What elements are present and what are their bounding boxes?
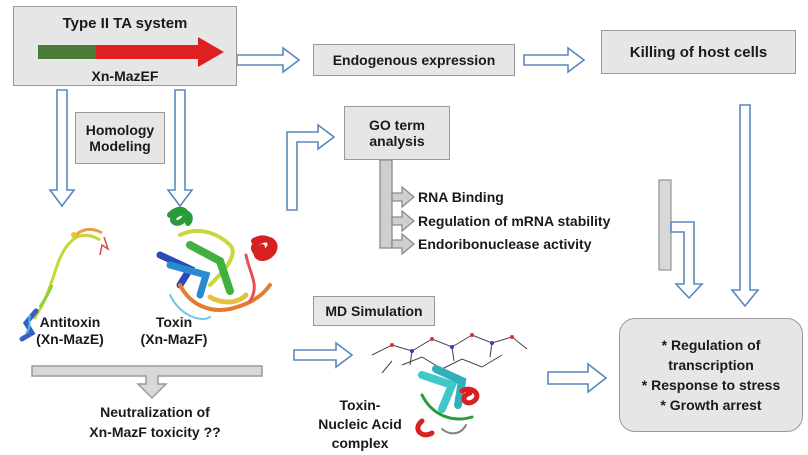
go-term-endoribonuclease: Endoribonuclease activity (418, 236, 592, 252)
go-branch-trunk (379, 159, 393, 249)
neutralization-text: Neutralization of Xn-MazF toxicity ?? (40, 402, 270, 442)
killing-host-cells-box: Killing of host cells (601, 30, 796, 74)
arrow-ta-to-endogenous (236, 46, 301, 74)
toxin-label-line2: (Xn-MazF) (140, 331, 208, 347)
arrow-ta-to-antitoxin (48, 89, 76, 208)
go-branch-1 (391, 185, 416, 209)
complex-label-line3: complex (331, 435, 389, 451)
arrow-complex-to-outcomes (547, 362, 608, 394)
outcome-regulation-line1: * Regulation of (661, 337, 761, 353)
killing-host-cells-label: Killing of host cells (629, 43, 768, 61)
complex-label: Toxin- Nucleic Acid complex (300, 396, 420, 453)
md-simulation-box: MD Simulation (313, 296, 435, 326)
antitoxin-structure-image (19, 227, 110, 342)
antitoxin-label-line1: Antitoxin (39, 314, 101, 330)
toxin-label-line1: Toxin (155, 314, 193, 330)
outcome-growth-arrest: * Growth arrest (660, 397, 762, 413)
homology-label-line1: Homology (85, 122, 155, 138)
arrow-endogenous-to-killing (523, 46, 586, 74)
neutralization-line2: Xn-MazF toxicity ?? (89, 424, 221, 440)
go-term-mrna-stability: Regulation of mRNA stability (418, 213, 611, 229)
ta-gene-arrow (38, 37, 224, 67)
endogenous-expression-box: Endogenous expression (313, 44, 515, 76)
arrow-go-to-outcomes (670, 221, 704, 300)
go-branch-2 (391, 209, 416, 233)
outcome-stress-response: * Response to stress (641, 377, 781, 393)
homology-label-line2: Modeling (89, 138, 151, 154)
neutralization-line1: Neutralization of (100, 404, 210, 420)
go-label-line2: analysis (369, 133, 425, 149)
complex-label-line1: Toxin- (339, 397, 381, 413)
arrow-toxin-to-md (293, 341, 354, 369)
outcomes-box: * Regulation of transcription * Response… (619, 318, 803, 432)
outcome-regulation-line2: transcription (668, 357, 754, 373)
ta-gene-label: Xn-MazEF (91, 68, 159, 84)
homology-modeling-box: Homology Modeling (75, 112, 165, 164)
go-term-rna-binding: RNA Binding (418, 189, 504, 205)
go-label-line1: GO term (368, 117, 425, 133)
go-term-analysis-box: GO term analysis (344, 106, 450, 160)
toxin-structure-image (156, 206, 278, 320)
go-terms-bracket (658, 179, 672, 271)
arrow-ta-to-toxin (166, 89, 194, 208)
arrow-killing-to-outcomes (730, 104, 760, 308)
arrow-toxin-to-go (286, 123, 336, 211)
endogenous-expression-label: Endogenous expression (332, 52, 496, 68)
ta-system-title: Type II TA system (62, 15, 188, 32)
md-simulation-label: MD Simulation (325, 303, 423, 319)
neutralization-bracket (31, 365, 263, 400)
antitoxin-label-line2: (Xn-MazE) (36, 331, 104, 347)
ta-system-box: Type II TA system Xn-MazEF (13, 6, 237, 86)
go-branch-3 (391, 232, 416, 256)
complex-structure-image (371, 333, 528, 438)
toxin-label: Toxin (Xn-MazF) (124, 314, 224, 348)
complex-label-line2: Nucleic Acid (318, 416, 402, 432)
antitoxin-label: Antitoxin (Xn-MazE) (20, 314, 120, 348)
